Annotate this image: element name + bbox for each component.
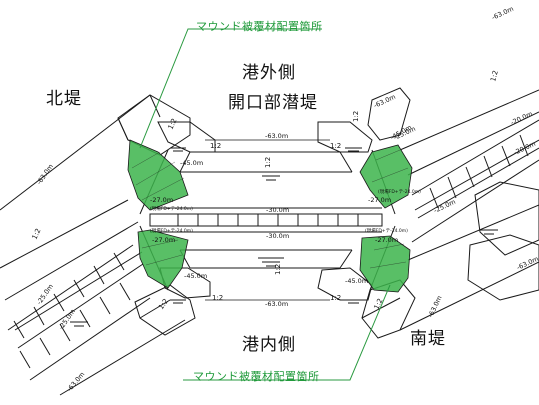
mound-cover-areas	[127, 139, 413, 293]
north-breakwater-blocks	[7, 244, 144, 369]
opening-submerged-label: 開口部潜堤	[228, 93, 318, 113]
slope-s10: 1:2	[373, 297, 385, 311]
depth-left-lower-45: -45.0m	[184, 272, 207, 280]
depth-north-inner: -63.0m	[65, 370, 86, 393]
depth-south-inner-right: -63.0m	[515, 255, 539, 272]
depth-left-lower-dim: (現場FD+テ-24.0m)	[150, 227, 193, 234]
slope-s11: 1:2	[31, 227, 43, 241]
depth-right-lower-45: -45.0m	[345, 277, 368, 285]
leader-bottom	[183, 284, 391, 381]
depth-north-outer: -63.0m	[35, 163, 55, 187]
south-breakwater-structure	[361, 87, 539, 339]
north-breakwater-structure	[0, 94, 196, 396]
slope-s7: 1:2	[212, 294, 223, 302]
port-inner-label: 港内側	[242, 335, 296, 355]
slope-s5: 1:2	[264, 157, 272, 168]
depth-top-channel: -63.0m	[265, 132, 288, 140]
depth-right-lower-inner: -27.0m	[375, 236, 398, 244]
depth-left-lower-inner: -27.0m	[152, 236, 175, 244]
slope-s4: 1:2	[352, 111, 360, 122]
slope-s1: 1:2	[167, 117, 179, 131]
north-breakwater-label: 北堤	[46, 89, 82, 109]
south-breakwater-blocks	[411, 119, 539, 219]
depth-right-upper-inner: -27.0m	[368, 196, 391, 204]
slope-s3: 1:2	[330, 142, 341, 150]
leader-top	[139, 28, 322, 149]
depth-right-upper-dim: (現場FD+テ-24.0m)	[378, 188, 421, 195]
crest-blocks	[177, 214, 359, 226]
depth-left-upper-45: -45.0m	[180, 159, 203, 167]
slope-s9: 1:2	[157, 297, 170, 311]
leader-lines	[139, 28, 391, 381]
slope-s6: 1:2	[274, 264, 282, 275]
depth-crest-bottom: -30.0m	[266, 232, 289, 240]
mound-cover-north-lower	[137, 229, 189, 289]
depth-left-upper-dim: (現場FD+テ-24.0m)	[150, 205, 193, 212]
depth-south-outer-top: -63.0m	[490, 5, 514, 22]
depth-south-inner-bottom: -63.0m	[427, 294, 444, 318]
port-outer-label: 港外側	[242, 63, 296, 83]
depth-left-upper-inner: -27.0m	[150, 196, 173, 204]
depth-south-mid-lower: -20.0m	[509, 110, 533, 127]
depth-bottom-channel: -63.0m	[265, 300, 288, 308]
depth-south-mid-upper: -25.0m	[432, 198, 456, 215]
mound-cover-south-lower	[359, 235, 411, 293]
mound-cover-label-top: マウンド被覆材配置箇所	[196, 20, 323, 33]
mound-cover-north-upper	[127, 139, 189, 211]
water-level-symbols	[70, 147, 498, 327]
slope-s8: 1:2	[330, 294, 341, 302]
depth-right-lower-dim: (現場FD+テ-24.0m)	[365, 227, 408, 234]
depth-south-outer-mid: -63.0m	[372, 93, 396, 110]
slope-s2: 1:2	[210, 142, 221, 150]
slope-s12: 1:2	[489, 70, 500, 83]
mound-cover-label-bottom: マウンド被覆材配置箇所	[193, 370, 320, 383]
depth-north-mid-upper: -25.0m	[35, 283, 55, 307]
depth-crest-top: -30.0m	[266, 206, 289, 214]
depth-south-mid-lower2: -20.0m	[512, 140, 536, 157]
south-breakwater-label: 南堤	[410, 329, 446, 349]
mound-cover-hatching	[131, 149, 409, 269]
